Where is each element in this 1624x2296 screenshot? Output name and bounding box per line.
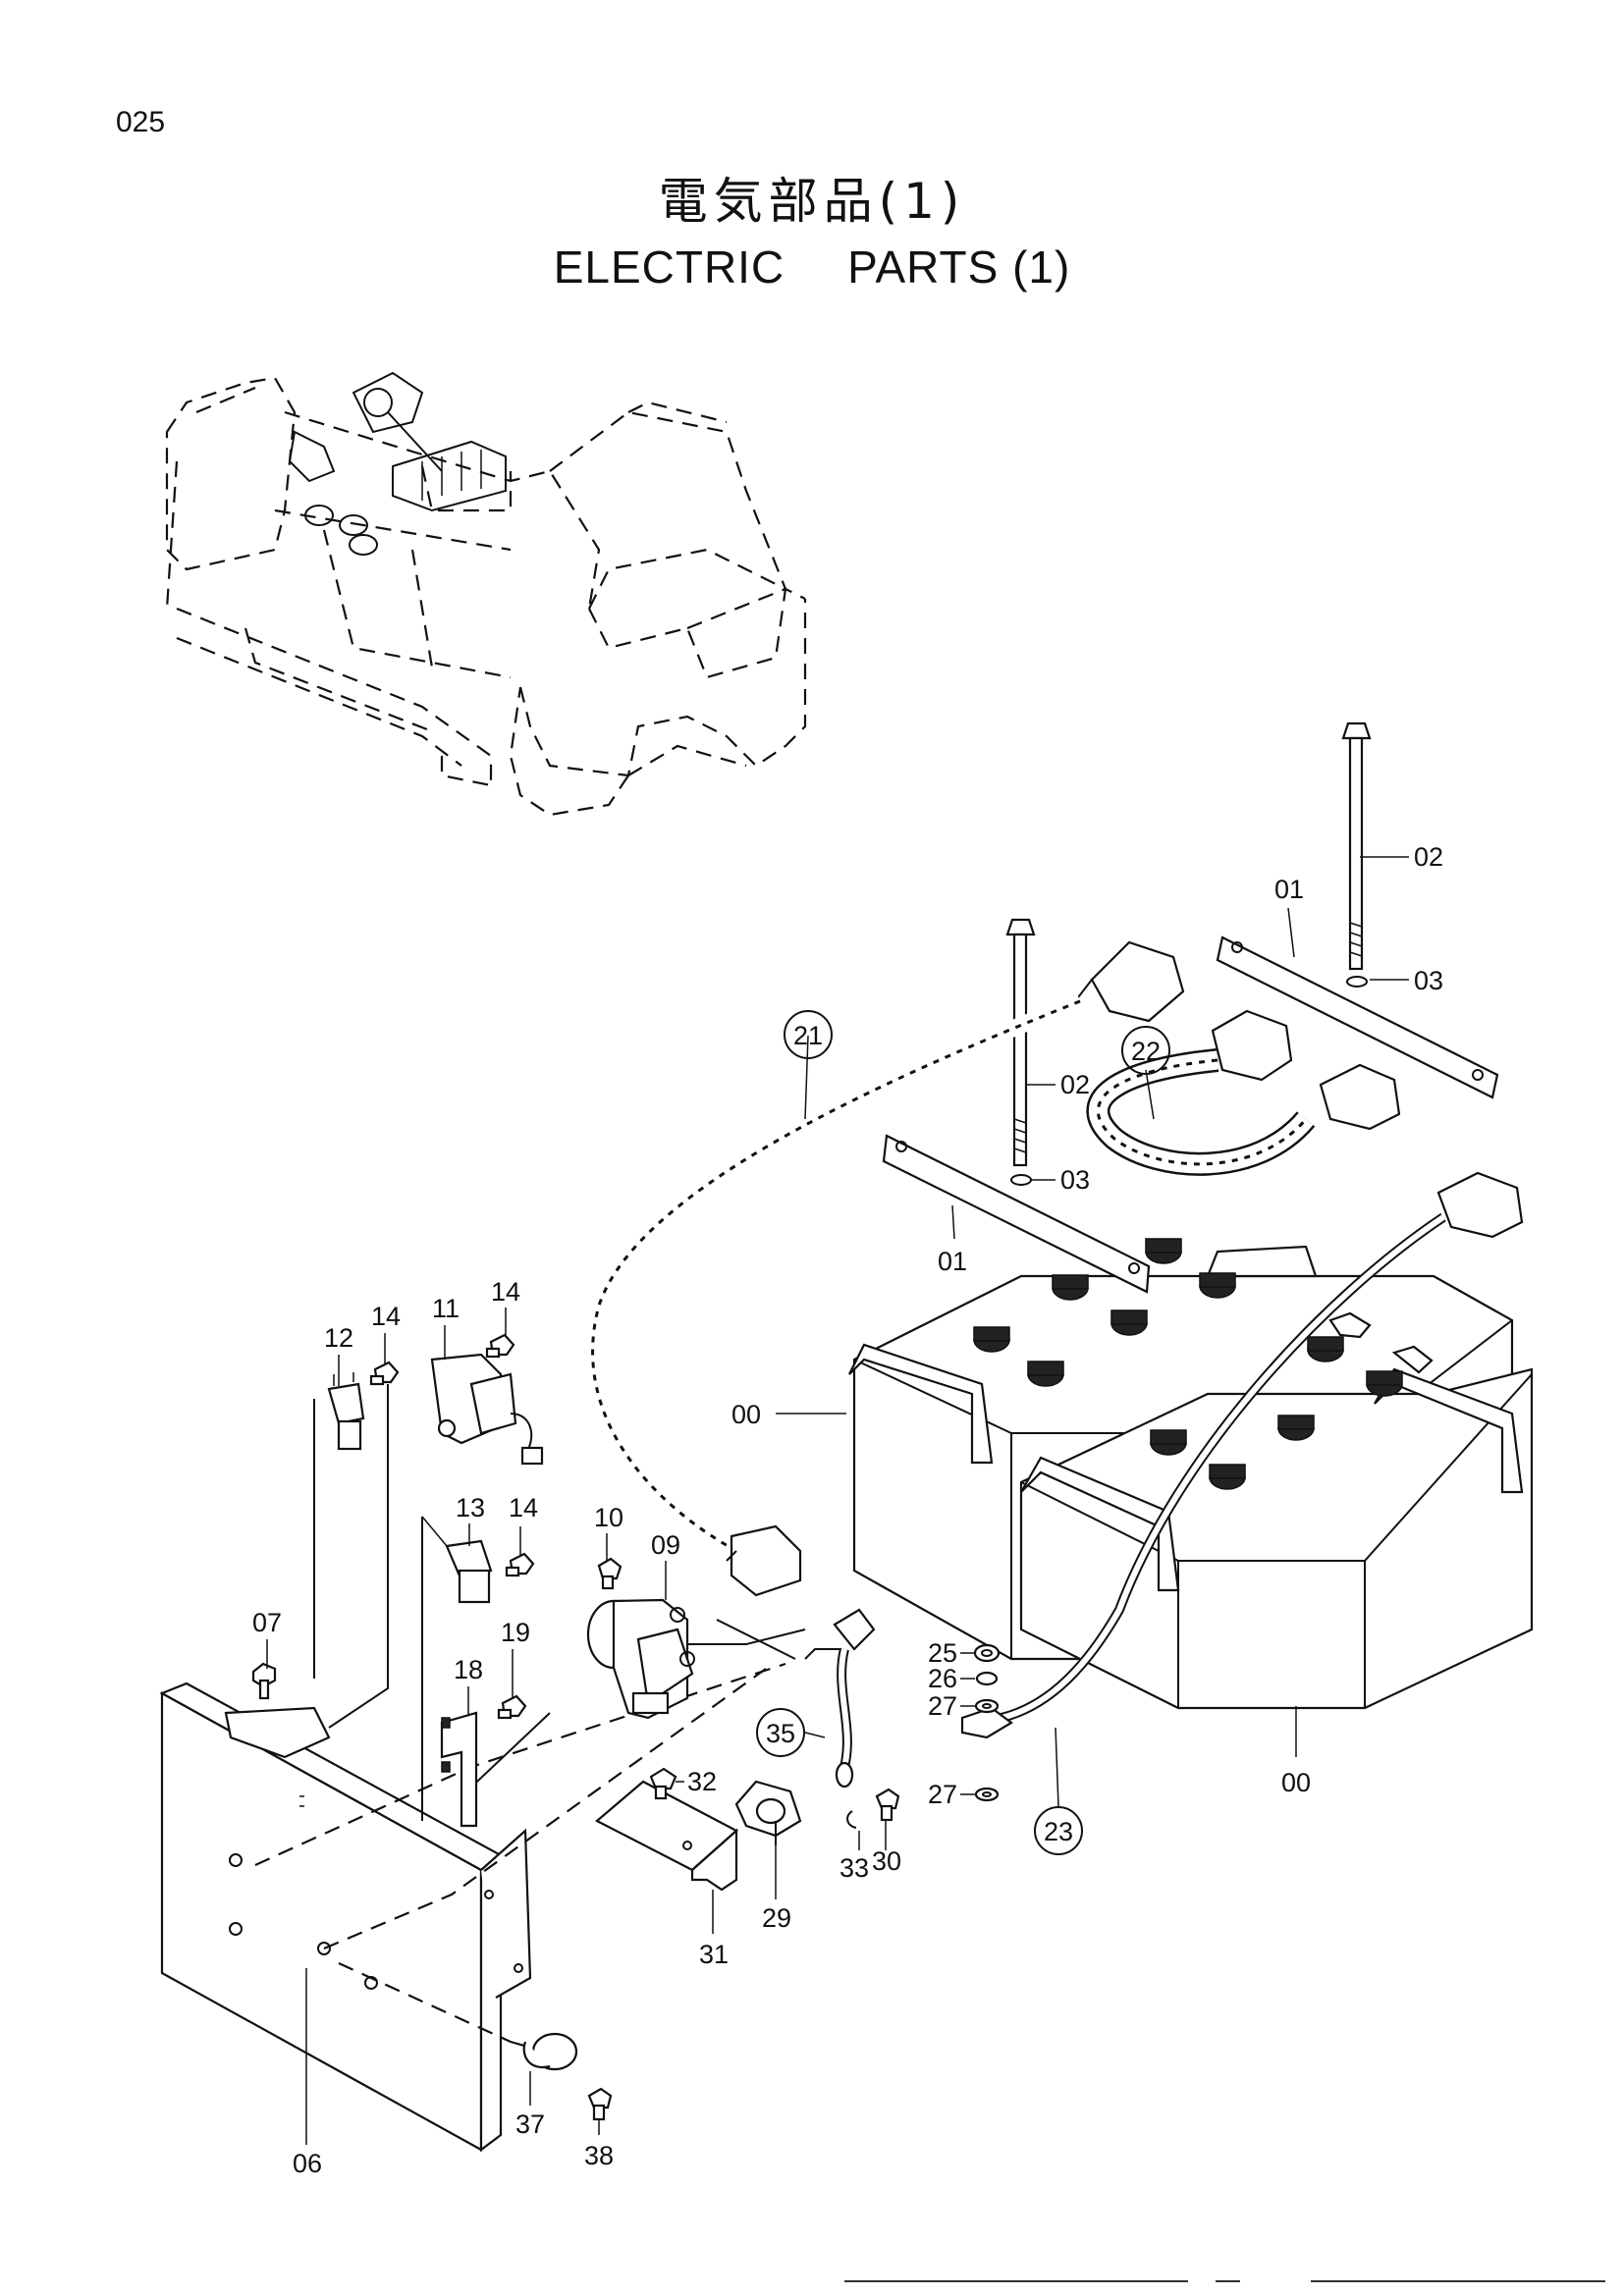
label-03-upper: 03 <box>1414 966 1443 995</box>
label-01-lower: 01 <box>938 1247 967 1276</box>
footer-rule-right <box>1311 2280 1605 2282</box>
bolt-10 <box>597 1557 623 1590</box>
label-02-lower: 02 <box>1060 1070 1090 1099</box>
label-27-lower: 27 <box>928 1780 957 1809</box>
label-13: 13 <box>456 1493 485 1522</box>
label-37: 37 <box>515 2109 545 2139</box>
part-labels: 02 01 03 02 03 01 00 00 21 22 23 35 25 2… <box>252 842 1443 2178</box>
bracket-18 <box>440 1711 478 1828</box>
label-35: 35 <box>766 1719 795 1748</box>
footer-rule-left <box>844 2280 1188 2282</box>
callout-circles <box>756 1010 1170 1855</box>
ground-cable-23 <box>960 1171 1524 1739</box>
bolt-19 <box>497 1694 527 1720</box>
title-english-word2: PARTS (1) <box>847 241 1071 293</box>
footer-rule-mid <box>1216 2280 1240 2282</box>
label-01-upper: 01 <box>1274 875 1304 904</box>
machine-overview <box>165 371 807 817</box>
label-22: 22 <box>1131 1037 1161 1066</box>
label-18: 18 <box>454 1655 483 1684</box>
hold-down-bolt-left <box>1005 918 1036 1186</box>
title-english-word1: ELECTRIC <box>553 241 785 293</box>
page-number: 025 <box>116 106 166 138</box>
label-02-upper: 02 <box>1414 842 1443 872</box>
label-19: 19 <box>501 1618 530 1647</box>
label-29: 29 <box>762 1903 791 1933</box>
label-00-left: 00 <box>731 1400 761 1429</box>
clamp-bar-lower <box>882 1134 1151 1294</box>
label-10: 10 <box>594 1503 623 1532</box>
bolt-30 <box>875 1788 900 1822</box>
title-japanese: 電気部品(1) <box>658 173 966 230</box>
label-21: 21 <box>793 1021 823 1050</box>
washer-26 <box>975 1671 999 1686</box>
title-english: ELECTRIC PARTS (1) <box>0 240 1624 294</box>
switch-11 <box>430 1353 544 1466</box>
label-06: 06 <box>293 2149 322 2178</box>
bolt-14-a <box>369 1361 400 1386</box>
battery-cable-21 <box>584 940 1185 1597</box>
label-33: 33 <box>839 1853 869 1883</box>
bolt-14-c <box>505 1552 535 1577</box>
label-09: 09 <box>651 1530 680 1560</box>
label-32: 32 <box>687 1767 717 1796</box>
battery-relay-09 <box>586 1598 695 1720</box>
relay-12 <box>327 1372 365 1451</box>
label-11: 11 <box>432 1294 460 1323</box>
clip-37 <box>522 2032 578 2071</box>
bolt-32 <box>649 1767 677 1800</box>
label-26: 26 <box>928 1664 957 1693</box>
label-31: 31 <box>699 1940 729 1969</box>
washer-27-upper <box>974 1698 1000 1714</box>
label-25: 25 <box>928 1638 957 1668</box>
cable-35 <box>716 1608 876 1789</box>
bolt-14-b <box>485 1333 515 1359</box>
title-block: 電気部品(1) ELECTRIC PARTS (1) <box>0 162 1624 294</box>
battery-cable-22 <box>1086 1009 1401 1176</box>
label-07: 07 <box>252 1608 282 1637</box>
bracket-31 <box>595 1780 738 1892</box>
clamp-bar-upper <box>1216 935 1499 1099</box>
washer-27-lower <box>974 1787 1000 1802</box>
nut-25 <box>973 1643 1001 1663</box>
washer-33 <box>846 1810 857 1829</box>
relay-13 <box>421 1516 493 1604</box>
hold-down-bolt-right <box>1341 721 1372 988</box>
label-03-lower: 03 <box>1060 1165 1090 1195</box>
label-30: 30 <box>872 1846 901 1876</box>
leader-lines <box>266 856 1409 2145</box>
label-23: 23 <box>1044 1817 1073 1846</box>
bolt-07 <box>251 1662 277 1700</box>
label-38: 38 <box>584 2141 614 2170</box>
label-14-a: 14 <box>371 1302 401 1331</box>
label-00-right: 00 <box>1281 1768 1311 1797</box>
assembly-guide-lines <box>254 1384 806 2054</box>
label-27-upper: 27 <box>928 1691 957 1721</box>
label-14-b: 14 <box>491 1277 520 1307</box>
bolt-38 <box>587 2087 613 2121</box>
mounting-plate-06 <box>159 1682 532 2153</box>
switch-29 <box>734 1780 802 1845</box>
label-14-c: 14 <box>509 1493 538 1522</box>
battery-front <box>1019 1311 1534 1710</box>
label-12: 12 <box>324 1323 353 1353</box>
